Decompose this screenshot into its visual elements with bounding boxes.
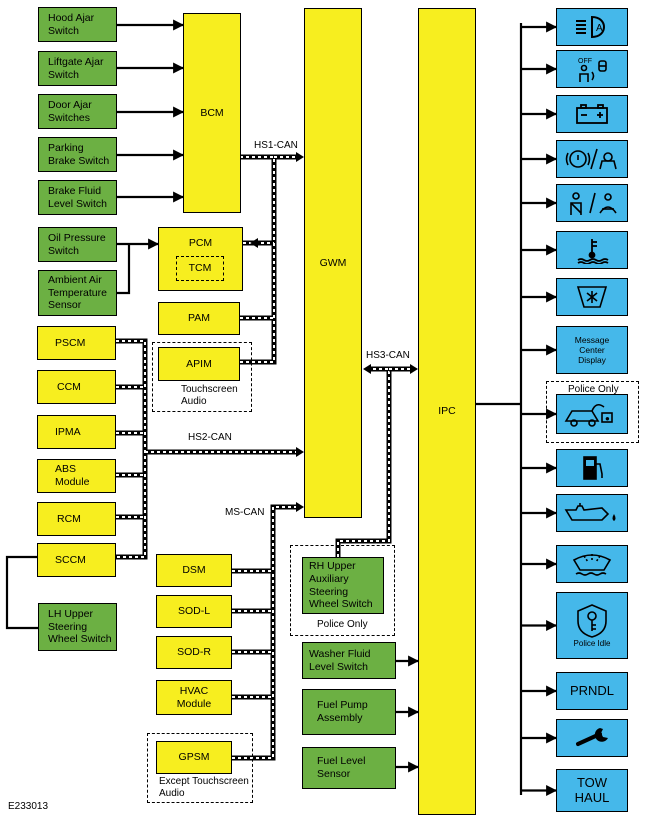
indicator-feed-lines (521, 21, 558, 796)
oil-pressure-icon (562, 500, 622, 526)
sccm-module: SCCM (37, 543, 116, 577)
hardwire-lines (5, 19, 523, 795)
hvac-module: HVAC Module (156, 680, 232, 715)
indicator-wrench (556, 719, 628, 757)
indicator-message-center: Message Center Display (556, 326, 628, 374)
sod-r-module: SOD-R (156, 636, 232, 669)
indicator-battery (556, 95, 628, 133)
pcm-module: PCM (158, 227, 243, 291)
can-bus-arrowheads (250, 152, 418, 512)
rcm-module: RCM (37, 502, 116, 536)
tcm-module: TCM (176, 256, 224, 281)
svg-text:OFF: OFF (578, 58, 592, 65)
apim-module: APIM (158, 347, 240, 381)
indicator-label: Message Center Display (574, 334, 610, 366)
except-touchscreen-group (147, 733, 253, 803)
ipc-module: IPC (418, 8, 476, 815)
indicator-airbag-off: OFF (556, 50, 628, 88)
liftgate-ajar-switch: Liftgate Ajar Switch (38, 51, 117, 86)
police-only-rh-group (290, 545, 395, 636)
battery-icon (572, 102, 612, 126)
wrench-icon (570, 726, 614, 750)
indicator-oil-pressure (556, 494, 628, 532)
indicator-seatbelt (556, 184, 628, 222)
airbag-off-icon: OFF (572, 54, 612, 84)
hs1-can-label: HS1-CAN (254, 140, 298, 151)
washer-fluid-level-switch: Washer Fluid Level Switch (302, 642, 396, 679)
police-only-rh-note: Police Only (317, 619, 368, 630)
hs2-can-label: HS2-CAN (188, 432, 232, 443)
washer-fluid-icon (570, 550, 614, 578)
door-ajar-icon: ● (562, 399, 622, 429)
pcm-label: PCM (188, 237, 213, 249)
indicator-brake-system (556, 140, 628, 178)
ccm-module: CCM (37, 370, 116, 404)
lh-upper-steering-wheel-switch: LH Upper Steering Wheel Switch (38, 603, 117, 651)
police-idle-icon (572, 603, 612, 639)
gpsm-module: GPSM (156, 741, 232, 774)
ambient-air-temperature-sensor: Ambient Air Temperature Sensor (38, 270, 117, 316)
touchscreen-audio-group (152, 342, 252, 412)
pscm-module: PSCM (37, 326, 116, 360)
brake-fluid-level-switch: Brake Fluid Level Switch (38, 180, 117, 215)
indicator-label: TOW HAUL (574, 774, 610, 805)
ms-can-label: MS-CAN (225, 507, 265, 518)
indicator-washer-fluid (556, 545, 628, 583)
indicator-label: PRNDL (569, 682, 615, 698)
brake-system-icon (564, 145, 620, 173)
indicator-headlamp: A (556, 8, 628, 46)
indicator-police-idle: Police Idle (556, 592, 628, 659)
ipma-module: IPMA (37, 415, 116, 449)
defrost-icon (572, 283, 612, 311)
parking-brake-switch: Parking Brake Switch (38, 137, 117, 172)
indicator-door-ajar: ● (556, 394, 628, 434)
sod-l-module: SOD-L (156, 595, 232, 628)
gwm-module: GWM (304, 8, 362, 518)
rh-upper-auxiliary-steering-wheel-switch: RH Upper Auxiliary Steering Wheel Switch (302, 557, 384, 614)
except-touchscreen-note: Except Touchscreen Audio (159, 776, 249, 799)
touchscreen-audio-note: Touchscreen Audio (181, 384, 238, 407)
fuel-pump-icon (572, 454, 612, 482)
figure-id: E233013 (8, 801, 49, 812)
indicator-fuel-pump (556, 449, 628, 487)
door-ajar-switches: Door Ajar Switches (38, 94, 117, 129)
seatbelt-icon (564, 189, 620, 217)
pam-module: PAM (158, 302, 240, 335)
fuel-level-sensor: Fuel Level Sensor (302, 747, 396, 789)
indicator-prndl: PRNDL (556, 672, 628, 710)
coolant-temp-icon (572, 236, 612, 264)
police-only-indicator-group (546, 381, 639, 443)
hood-ajar-switch: Hood Ajar Switch (38, 7, 117, 42)
indicator-label: Police Idle (573, 638, 611, 648)
headlamp-icon: A (572, 14, 612, 40)
svg-text:A: A (596, 23, 603, 34)
indicator-tow-haul: TOW HAUL (556, 769, 628, 812)
police-only-indicator-note: Police Only (568, 384, 619, 395)
indicator-coolant-temp (556, 231, 628, 269)
can-bus-dots (116, 156, 390, 759)
hs3-can-label: HS3-CAN (366, 350, 410, 361)
fuel-pump-assembly: Fuel Pump Assembly (302, 689, 396, 735)
dsm-module: DSM (156, 554, 232, 587)
bcm-module: BCM (183, 13, 241, 213)
indicator-defrost (556, 278, 628, 316)
oil-pressure-switch: Oil Pressure Switch (38, 227, 117, 262)
svg-text:●: ● (605, 414, 610, 423)
abs-module: ABS Module (37, 459, 116, 493)
